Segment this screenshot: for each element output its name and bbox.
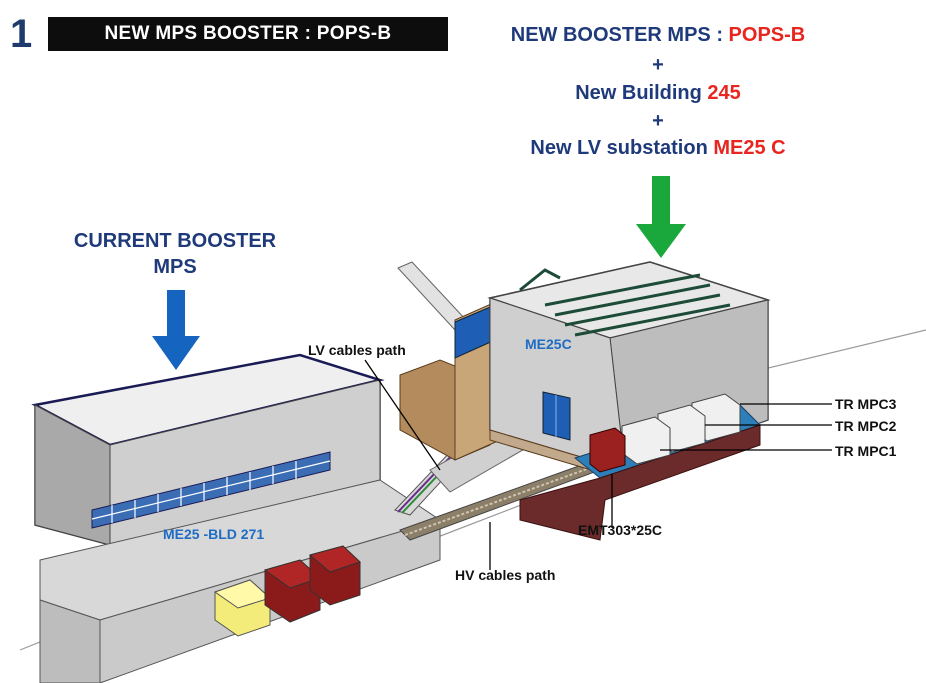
header-line-1: NEW BOOSTER MPS : POPS-B [428,24,888,47]
green-down-arrow-icon [636,176,686,258]
header-line-1-highlight: POPS-B [728,24,806,46]
header-line-2-text: New Building [575,82,708,104]
header-line-3-highlight: ME25 C [713,137,786,159]
emt-label: EMT303*25C [578,522,663,538]
header-line-1-text: NEW BOOSTER MPS : [510,24,729,46]
header-plus-1: + [652,54,664,76]
slide-number: 1 [10,12,33,56]
header-line-3: New LV substation ME25 C [428,137,888,160]
header-line-3-text: New LV substation [530,137,714,159]
header-plus-2: + [652,110,664,132]
title-box: NEW MPS BOOSTER : POPS-B [48,17,448,51]
red-transformer-2 [308,545,361,606]
me25c-label: ME25C [525,336,572,352]
tr-mpc1-label: TR MPC1 [835,443,897,459]
current-booster-label: CURRENT BOOSTER MPS [40,228,310,280]
current-booster-label-line2: MPS [153,256,197,278]
header-line-2-highlight: 245 [707,82,741,104]
blue-down-arrow-icon [152,290,200,370]
tr-mpc3-label: TR MPC3 [835,396,897,412]
header-line-2: New Building 245 [428,82,888,105]
emt-cabinet [589,427,626,473]
current-booster-label-line1: CURRENT BOOSTER [73,230,277,252]
lv-cables-label: LV cables path [308,342,406,358]
tr-mpc1-box [621,416,671,465]
tr-mpc2-label: TR MPC2 [835,418,897,434]
leader-lines [364,359,832,570]
roof-pipes [519,268,731,337]
hv-cables-label: HV cables path [455,567,556,583]
bld271-label: ME25 -BLD 271 [163,526,265,542]
red-transformer-1 [263,559,321,623]
yellow-transformer [213,579,271,637]
